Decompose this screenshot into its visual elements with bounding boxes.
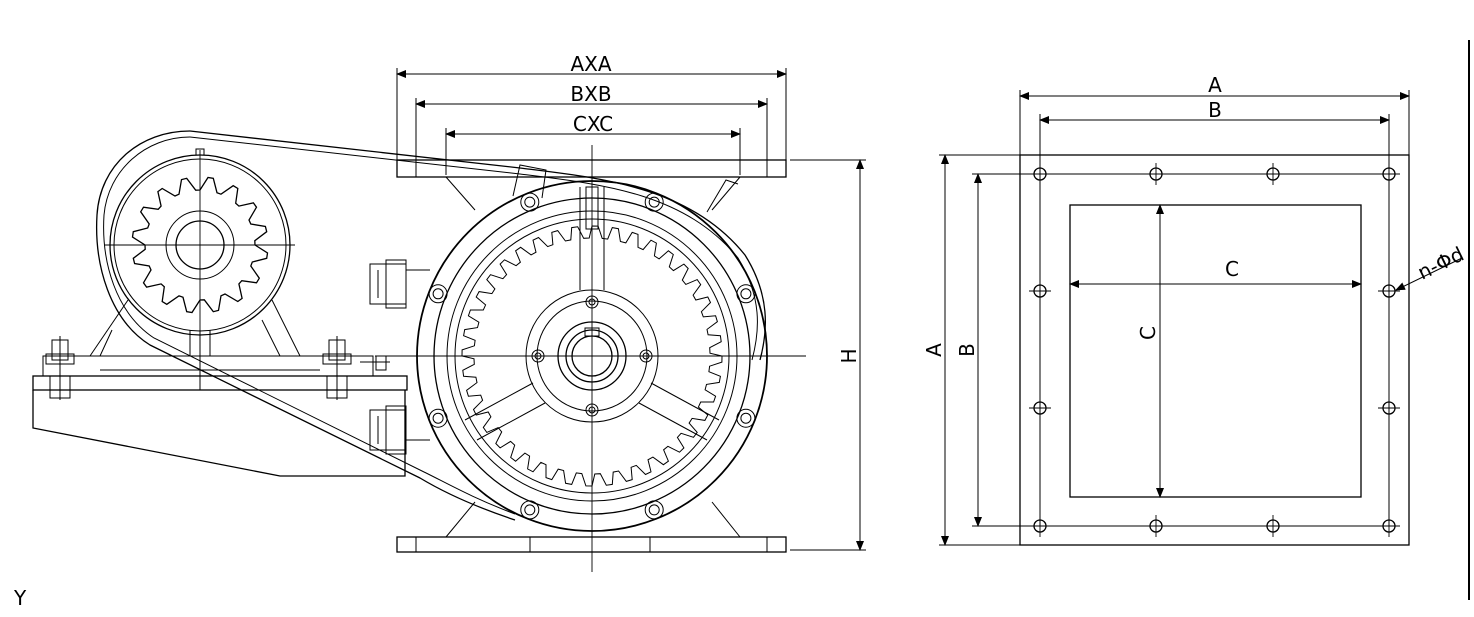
label-cxc: CXC: [573, 112, 613, 136]
body-bolt: [520, 500, 540, 520]
dimension-cxc: [445, 128, 741, 175]
label-a-horizontal: A: [1208, 73, 1222, 97]
center-lines: [375, 145, 806, 572]
label-c-vertical: C: [1136, 326, 1160, 340]
drive-sprocket: [105, 150, 295, 340]
flange-opening: [1069, 204, 1362, 498]
upper-bracket: [706, 179, 739, 213]
body-bolt: [736, 284, 756, 304]
flange-view: A B A B C C n-Φd: [922, 73, 1468, 546]
bearing-block-lower: [369, 405, 430, 455]
dimension-axa: [396, 68, 787, 160]
label-c-horizontal: C: [1225, 257, 1239, 281]
body-bolt-nut: [524, 196, 536, 208]
top-lug: [512, 164, 547, 199]
top-flange: [396, 159, 787, 211]
front-view: AXA BXB CXC H: [32, 52, 866, 572]
body-bolt: [736, 408, 756, 428]
body-bolt-nut: [740, 412, 752, 424]
drive-chain: [95, 130, 766, 521]
ucs-axis-label: Y: [13, 586, 27, 610]
label-b-vertical: B: [955, 343, 979, 357]
bottom-flange: [396, 501, 787, 553]
flange-bolt-holes: [1029, 163, 1400, 537]
label-bxb: BXB: [570, 82, 611, 106]
dimension-bxb: [415, 98, 768, 160]
body-bolt-nut: [432, 412, 444, 424]
frame-border-line: [1468, 40, 1470, 600]
base-plate: [32, 355, 408, 477]
bearing-block-upper: [369, 259, 430, 309]
flange-outline: [1019, 154, 1410, 546]
body-bolts: [428, 192, 756, 520]
body-bolt-nut: [648, 504, 660, 516]
body-bolt: [520, 192, 540, 212]
bolt-hole-leader: [1395, 257, 1463, 291]
dimension-b-vertical: [972, 173, 1040, 527]
body-bolt-nut: [740, 288, 752, 300]
bolt-circle-square: [1039, 173, 1390, 527]
dimension-h: [790, 159, 866, 551]
body-bolt-nut: [432, 288, 444, 300]
label-bolt-holes: n-Φd: [1414, 242, 1468, 285]
sprocket-support: [89, 299, 301, 390]
label-h: H: [837, 348, 861, 363]
label-b-horizontal: B: [1208, 98, 1222, 122]
dimension-b-horizontal: [1039, 114, 1390, 174]
body-bolt-nut: [524, 504, 536, 516]
label-a-vertical: A: [922, 343, 946, 357]
body-bolt: [644, 500, 664, 520]
label-axa: AXA: [570, 52, 611, 76]
body-bolt: [428, 408, 448, 428]
dimension-a-vertical: [939, 154, 1020, 546]
body-bolt: [428, 284, 448, 304]
anchor-bolt-left: [45, 336, 75, 400]
dimension-a-horizontal: [1019, 90, 1410, 155]
anchor-bolt-right: [322, 336, 352, 400]
